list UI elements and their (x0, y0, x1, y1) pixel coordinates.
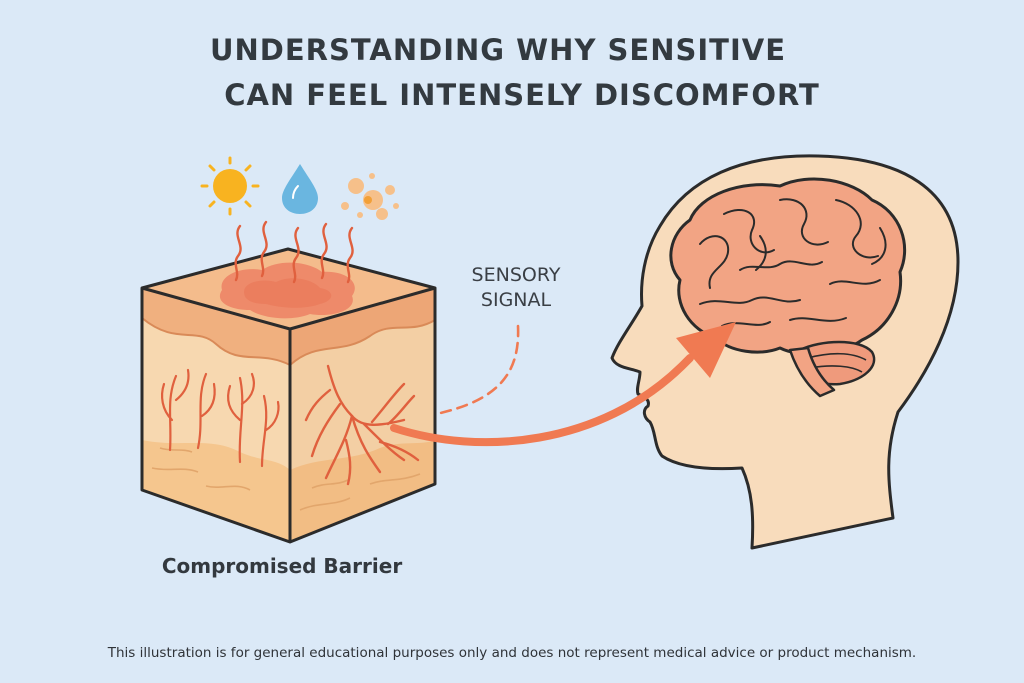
sensory-signal-label-line-2: SIGNAL (480, 289, 552, 311)
brain (669, 177, 907, 398)
sun-icon (200, 156, 260, 216)
signal-arrow (390, 354, 694, 447)
skin-block (140, 247, 437, 544)
sensory-signal-label-line-1: SENSORY (471, 264, 561, 286)
title-line-1: UNDERSTANDING WHY SENSITIVE (209, 33, 787, 67)
particles-icon (341, 173, 399, 220)
sensory-signal-dashed-line (434, 324, 520, 416)
disclaimer: This illustration is for general educati… (107, 645, 917, 661)
irritation-lines (234, 220, 354, 284)
water-drop-icon (282, 164, 318, 214)
skin-block-caption: Compromised Barrier (161, 554, 403, 578)
title-line-2: CAN FEEL INTENSELY DISCOMFORT (224, 78, 820, 112)
signal-arrow-head (676, 322, 736, 378)
